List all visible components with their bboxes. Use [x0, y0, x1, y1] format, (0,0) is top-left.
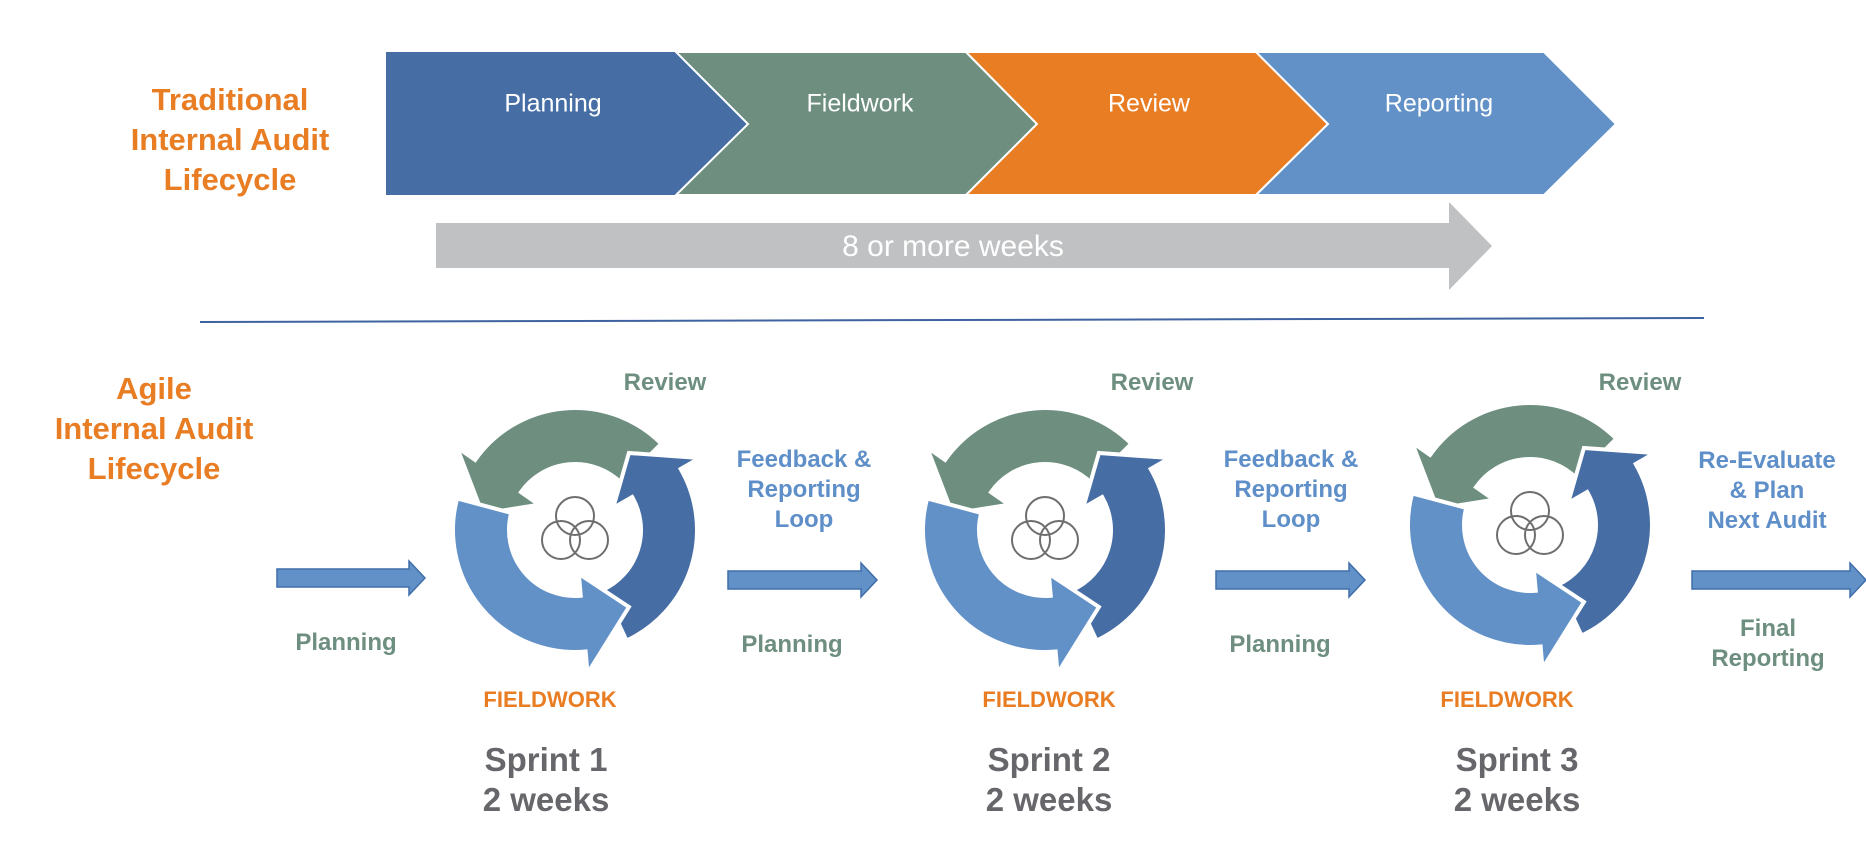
flow-arrow-3	[1215, 561, 1367, 599]
transition-3-top-label: Re-Evaluate & Plan Next Audit	[1698, 446, 1835, 536]
cycle-arrow-review	[922, 406, 1135, 516]
transition-1-top-label: Feedback & Reporting Loop	[737, 445, 872, 535]
sprint-duration: 2 weeks	[985, 781, 1113, 818]
label-line: Reporting	[747, 476, 861, 503]
sprint-3-fieldwork-label: FIELDWORK	[1440, 687, 1574, 712]
sprint-2-fieldwork-label: FIELDWORK	[982, 687, 1116, 712]
circle-glyph	[569, 520, 609, 560]
circle-glyph	[1039, 520, 1079, 560]
sprint-name: Sprint 2	[987, 741, 1111, 778]
sprint-cycle-1	[451, 406, 707, 680]
sprint-duration: 2 weeks	[1453, 781, 1581, 818]
circle-glyph	[1510, 491, 1550, 531]
flow-arrow-1	[276, 559, 427, 597]
traditional-lifecycle-heading: Traditional Internal Audit Lifecycle	[100, 80, 360, 200]
transition-2-top-label: Feedback & Reporting Loop	[1224, 445, 1359, 535]
flow-arrow-2	[727, 561, 879, 599]
heading-line: Internal Audit	[130, 122, 330, 157]
sprint-1-fieldwork-label: FIELDWORK	[483, 687, 617, 712]
sprint-3-title: Sprint 3 2 weeks	[1454, 740, 1581, 820]
transition-3-bottom-label: Final Reporting	[1711, 614, 1824, 674]
circle-glyph	[1496, 515, 1536, 555]
label-line: Feedback &	[1223, 446, 1359, 473]
initial-planning-label: Planning	[295, 629, 397, 656]
label-line: Reporting	[1234, 476, 1348, 503]
transition-2-bottom-label: Planning	[1229, 630, 1330, 660]
cycle-arrow-fieldwork	[921, 495, 1102, 680]
circle-glyph	[1011, 520, 1051, 560]
heading-line: Agile	[116, 371, 192, 406]
sprint-1-review-label: Review	[623, 369, 707, 396]
duration-arrow	[436, 202, 1492, 290]
flow-arrow-4	[1691, 561, 1866, 599]
sprint-name: Sprint 1	[484, 741, 608, 778]
phase-label-review: Review	[1108, 89, 1190, 118]
circle-glyph	[1524, 515, 1564, 555]
sprint-1-title: Sprint 1 2 weeks	[483, 740, 610, 820]
sprint-cycle-2	[921, 406, 1177, 680]
label-line: Loop	[774, 506, 834, 533]
three-circles-icon	[1011, 496, 1079, 560]
label-line: Reporting	[1711, 645, 1825, 672]
cycle-arrow-fieldwork	[1406, 490, 1587, 675]
three-circles-icon	[541, 496, 609, 560]
cycle-arrow-fieldwork	[451, 495, 632, 680]
cycle-arrow-feedback	[1555, 445, 1662, 639]
cycle-arrow-feedback	[600, 450, 707, 644]
cycle-arrow-feedback	[1070, 450, 1177, 644]
heading-line: Traditional	[151, 82, 309, 117]
label-line: Final	[1739, 615, 1797, 642]
cycle-arrow-review	[452, 406, 665, 516]
section-divider	[199, 317, 1705, 323]
sprint-3-review-label: Review	[1598, 369, 1682, 396]
sprint-name: Sprint 3	[1455, 741, 1579, 778]
label-line: Planning	[741, 631, 843, 658]
circle-glyph	[541, 520, 581, 560]
phase-chevron-reporting	[1253, 51, 1618, 196]
label-line: & Plan	[1729, 477, 1805, 504]
agile-lifecycle-heading: Agile Internal Audit Lifecycle	[24, 369, 284, 489]
cycle-arrow-review	[1407, 401, 1620, 511]
transition-1-bottom-label: Planning	[741, 630, 842, 660]
duration-label: 8 or more weeks	[842, 230, 1064, 263]
sprint-cycle-3	[1406, 401, 1662, 675]
label-line: Loop	[1261, 506, 1321, 533]
label-line: Planning	[1229, 631, 1331, 658]
sprint-2-review-label: Review	[1110, 369, 1194, 396]
sprint-2-title: Sprint 2 2 weeks	[986, 740, 1113, 820]
phase-chevron-planning	[386, 52, 748, 195]
sprint-duration: 2 weeks	[482, 781, 610, 818]
phase-label-reporting: Reporting	[1384, 89, 1494, 118]
phase-label-planning: Planning	[504, 89, 602, 118]
heading-line: Lifecycle	[87, 451, 221, 486]
label-line: Re-Evaluate	[1698, 447, 1836, 474]
three-circles-icon	[1496, 491, 1564, 555]
phase-label-fieldwork: Fieldwork	[806, 89, 914, 118]
label-line: Next Audit	[1707, 507, 1827, 534]
circle-glyph	[1025, 496, 1065, 536]
heading-line: Internal Audit	[54, 411, 254, 446]
circle-glyph	[555, 496, 595, 536]
heading-line: Lifecycle	[163, 162, 297, 197]
label-line: Feedback &	[736, 446, 872, 473]
